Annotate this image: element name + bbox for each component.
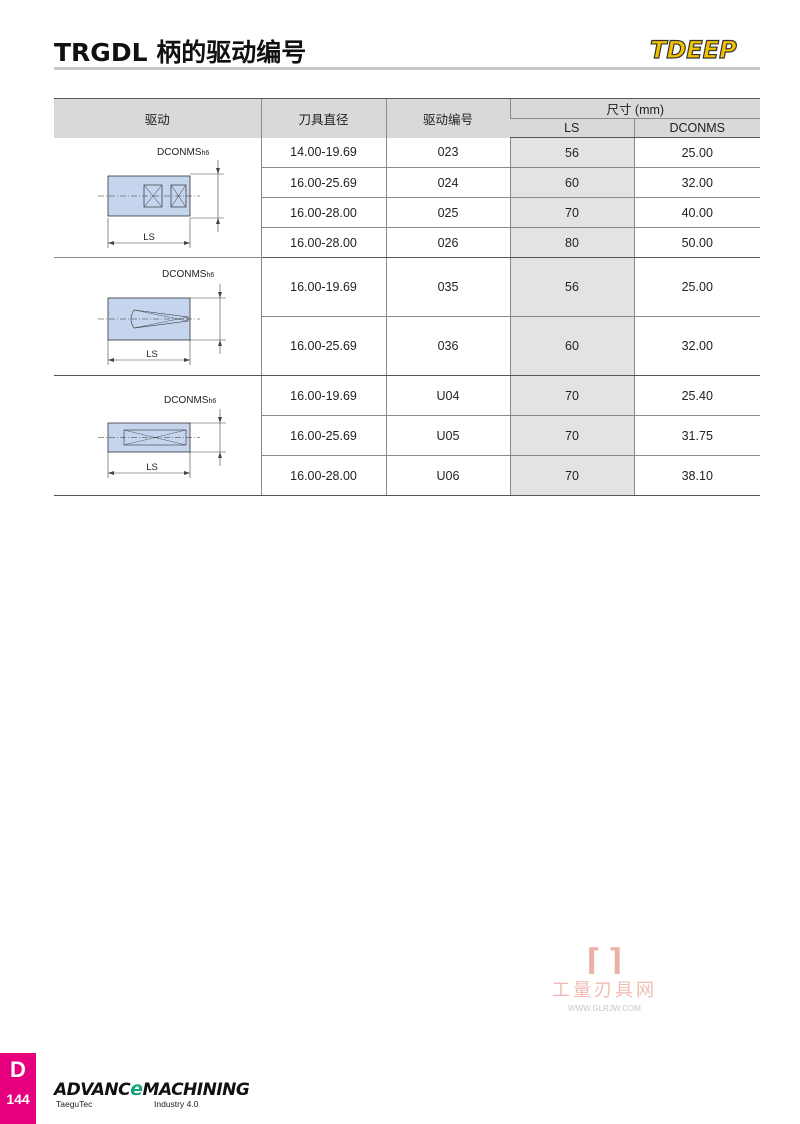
- cell-diameter: 16.00-25.69: [260, 415, 386, 456]
- dim-label: DCONMS: [164, 395, 209, 406]
- cell-dconms: 25.00: [633, 257, 760, 317]
- cell-dconms: 50.00: [633, 227, 760, 258]
- len-label: LS: [146, 349, 158, 360]
- cell-dconms: 31.75: [633, 415, 760, 456]
- drive-spec-table: 驱动 刀具直径 驱动编号 尺寸 (mm) LS DCONMS DCONMSh6: [54, 98, 760, 496]
- footer-brand-logo: ADVANCeMACHINING TaeguTec Industry 4.0: [54, 1078, 250, 1109]
- len-label: LS: [143, 232, 155, 243]
- dim-suffix: h6: [208, 398, 216, 405]
- cell-ls: 80: [509, 227, 634, 258]
- dim-label: DCONMS: [162, 269, 207, 280]
- header-dimensions: 尺寸 (mm): [509, 98, 760, 119]
- cell-diameter: 14.00-19.69: [260, 137, 386, 168]
- cell-drive-code: 026: [385, 227, 510, 258]
- shank-double-square-drive-icon: DCONMSh6: [98, 147, 224, 248]
- table-row: 16.00-25.69 036 60 32.00: [54, 316, 760, 376]
- cell-dconms: 38.10: [633, 455, 760, 496]
- cell-diameter: 16.00-19.69: [260, 257, 386, 317]
- cell-drive-code: U05: [385, 415, 510, 456]
- cell-ls: 56: [509, 137, 634, 168]
- header-drive: 驱动: [54, 98, 261, 138]
- table-row: 16.00-28.00 025 70 40.00: [54, 197, 760, 228]
- cell-ls: 70: [509, 455, 634, 496]
- cell-ls: 60: [509, 316, 634, 376]
- cell-drive-code: 024: [385, 167, 510, 198]
- cell-drive-code: U06: [385, 455, 510, 496]
- tdeep-logo: TDEEP: [649, 35, 737, 64]
- drive-drawing-cell: DCONMSh6 LS: [54, 257, 261, 376]
- dim-suffix: h6: [201, 150, 209, 157]
- footer-brand-left: ADVANC: [54, 1080, 131, 1100]
- footer-sub-left: TaeguTec: [56, 1099, 93, 1109]
- cell-diameter: 16.00-25.69: [260, 167, 386, 198]
- cell-ls: 56: [509, 257, 634, 317]
- cell-ls: 60: [509, 167, 634, 198]
- cell-dconms: 32.00: [633, 316, 760, 376]
- drive-drawing-cell: DCONMSh6 LS: [54, 375, 261, 496]
- cell-drive-code: 036: [385, 316, 510, 376]
- cell-drive-code: 035: [385, 257, 510, 317]
- watermark: ⌈ ⌉ 工量刃具网 WWW.GLRJW.COM: [537, 944, 672, 1014]
- cell-diameter: 16.00-28.00: [260, 197, 386, 228]
- title-rule: [54, 67, 760, 70]
- footer-sub-right: Industry 4.0: [154, 1099, 199, 1109]
- svg-text:DCONMSh6: DCONMSh6: [157, 147, 209, 158]
- header-drive-code: 驱动编号: [385, 98, 510, 138]
- svg-text:DCONMSh6: DCONMSh6: [162, 269, 214, 280]
- cell-diameter: 16.00-28.00: [260, 455, 386, 496]
- page-title: TRGDL 柄的驱动编号: [54, 38, 307, 67]
- watermark-text: 工量刃具网: [552, 980, 657, 1001]
- footer-brand-e: e: [130, 1078, 143, 1100]
- header-ls: LS: [510, 118, 634, 138]
- page-number: 144: [6, 1091, 30, 1107]
- cell-ls: 70: [509, 375, 634, 416]
- shank-slot-drive-icon: DCONMSh6 LS: [98, 395, 226, 478]
- cell-diameter: 16.00-25.69: [260, 316, 386, 376]
- header-tool-diameter: 刀具直径: [260, 98, 386, 138]
- watermark-logo-icon: ⌈ ⌉: [586, 944, 623, 977]
- table-row: 16.00-28.00 026 80 50.00: [54, 227, 760, 258]
- svg-text:DCONMSh6: DCONMSh6: [164, 395, 216, 406]
- cell-dconms: 40.00: [633, 197, 760, 228]
- cell-dconms: 25.40: [633, 375, 760, 416]
- table-row: DCONMSh6 LS: [54, 375, 760, 496]
- cell-ls: 70: [509, 197, 634, 228]
- table-row: 16.00-28.00 U06 70 38.10: [54, 455, 760, 496]
- cell-dconms: 32.00: [633, 167, 760, 198]
- len-label: LS: [146, 462, 158, 473]
- cell-diameter: 16.00-19.69: [260, 375, 386, 416]
- dim-label: DCONMS: [157, 147, 202, 158]
- dim-suffix: h6: [206, 272, 214, 279]
- table-row: 16.00-25.69 U05 70 31.75: [54, 415, 760, 456]
- cell-drive-code: 023: [385, 137, 510, 168]
- section-badge: D 144: [0, 1053, 36, 1124]
- drive-drawing-cell: DCONMSh6: [54, 137, 261, 258]
- header-dconms: DCONMS: [633, 118, 760, 138]
- footer-brand-right: MACHINING: [142, 1080, 250, 1100]
- table-row: 16.00-25.69 024 60 32.00: [54, 167, 760, 198]
- cell-drive-code: U04: [385, 375, 510, 416]
- watermark-url: WWW.GLRJW.COM: [568, 1004, 641, 1013]
- shank-tapered-drive-icon: DCONMSh6 LS: [98, 269, 226, 365]
- table-row: DCONMSh6: [54, 137, 760, 258]
- section-letter: D: [10, 1057, 26, 1082]
- cell-dconms: 25.00: [633, 137, 760, 168]
- cell-ls: 70: [509, 415, 634, 456]
- cell-diameter: 16.00-28.00: [260, 227, 386, 258]
- tdeep-logo-text: TDEEP: [650, 36, 737, 64]
- table-row: DCONMSh6 LS: [54, 257, 760, 376]
- cell-drive-code: 025: [385, 197, 510, 228]
